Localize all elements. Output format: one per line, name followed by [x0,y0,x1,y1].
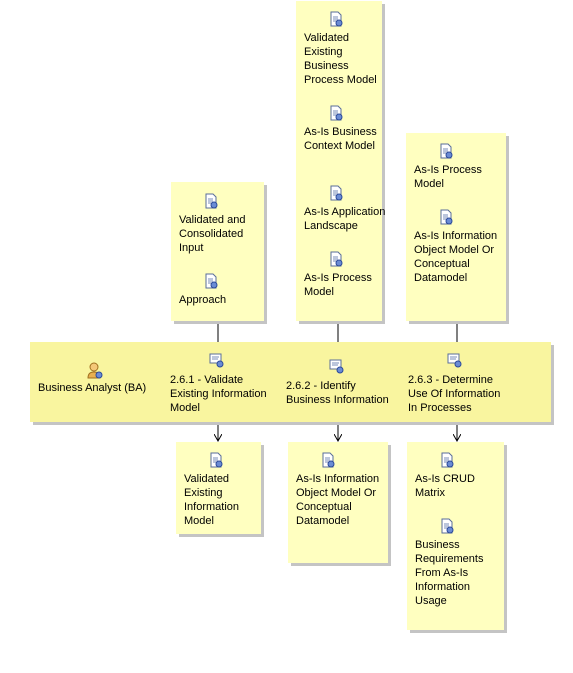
artifact-item[interactable]: As-Is Process Model [414,143,499,191]
task-label: 2.6.2 - Identify Business Information [286,380,389,406]
artifact-item[interactable]: As-Is Information Object Model Or Concep… [414,209,499,285]
task-icon [209,353,224,368]
artifact-item[interactable]: Business Requirements From As-Is Informa… [415,518,500,608]
document-artifact-icon [210,452,223,468]
document-artifact-icon [330,11,343,27]
document-artifact-icon [205,273,218,289]
document-artifact-icon [205,193,218,209]
artifact-item[interactable]: As-Is Application Landscape [304,185,389,233]
document-artifact-icon [440,209,453,225]
document-artifact-icon [330,251,343,267]
artifact-item[interactable]: As-Is Information Object Model Or Concep… [296,452,381,528]
artifact-item[interactable]: As-Is Process Model [304,251,389,299]
artifact-item[interactable]: Approach [179,273,264,307]
input-box-t3: As-Is Process Model As-Is Information Ob… [406,133,506,321]
task-icon [329,359,344,374]
artifact-item[interactable]: Validated and Consolidated Input [179,193,264,255]
output-box-t1: Validated Existing Information Model [176,442,261,534]
document-artifact-icon [330,185,343,201]
output-box-t3: As-Is CRUD Matrix Business Requirements … [407,442,504,630]
document-artifact-icon [330,105,343,121]
input-box-t1: Validated and Consolidated Input Approac… [171,182,264,321]
document-artifact-icon [441,452,454,468]
artifact-item[interactable]: Validated Existing Information Model [184,452,269,528]
artifact-item[interactable]: As-Is CRUD Matrix [415,452,500,500]
task-label: 2.6.3 - Determine Use Of Information In … [408,374,501,414]
role-person-icon [87,362,103,379]
artifact-item[interactable]: As-Is Business Context Model [304,105,389,153]
task-label: 2.6.1 - Validate Existing Information Mo… [170,374,267,414]
document-artifact-icon [441,518,454,534]
activity-lane [30,342,551,422]
document-artifact-icon [322,452,335,468]
document-artifact-icon [440,143,453,159]
artifact-item[interactable]: Validated Existing Business Process Mode… [304,11,389,87]
output-box-t2: As-Is Information Object Model Or Concep… [288,442,388,563]
input-box-t2: Validated Existing Business Process Mode… [296,1,385,321]
task-icon [447,353,462,368]
